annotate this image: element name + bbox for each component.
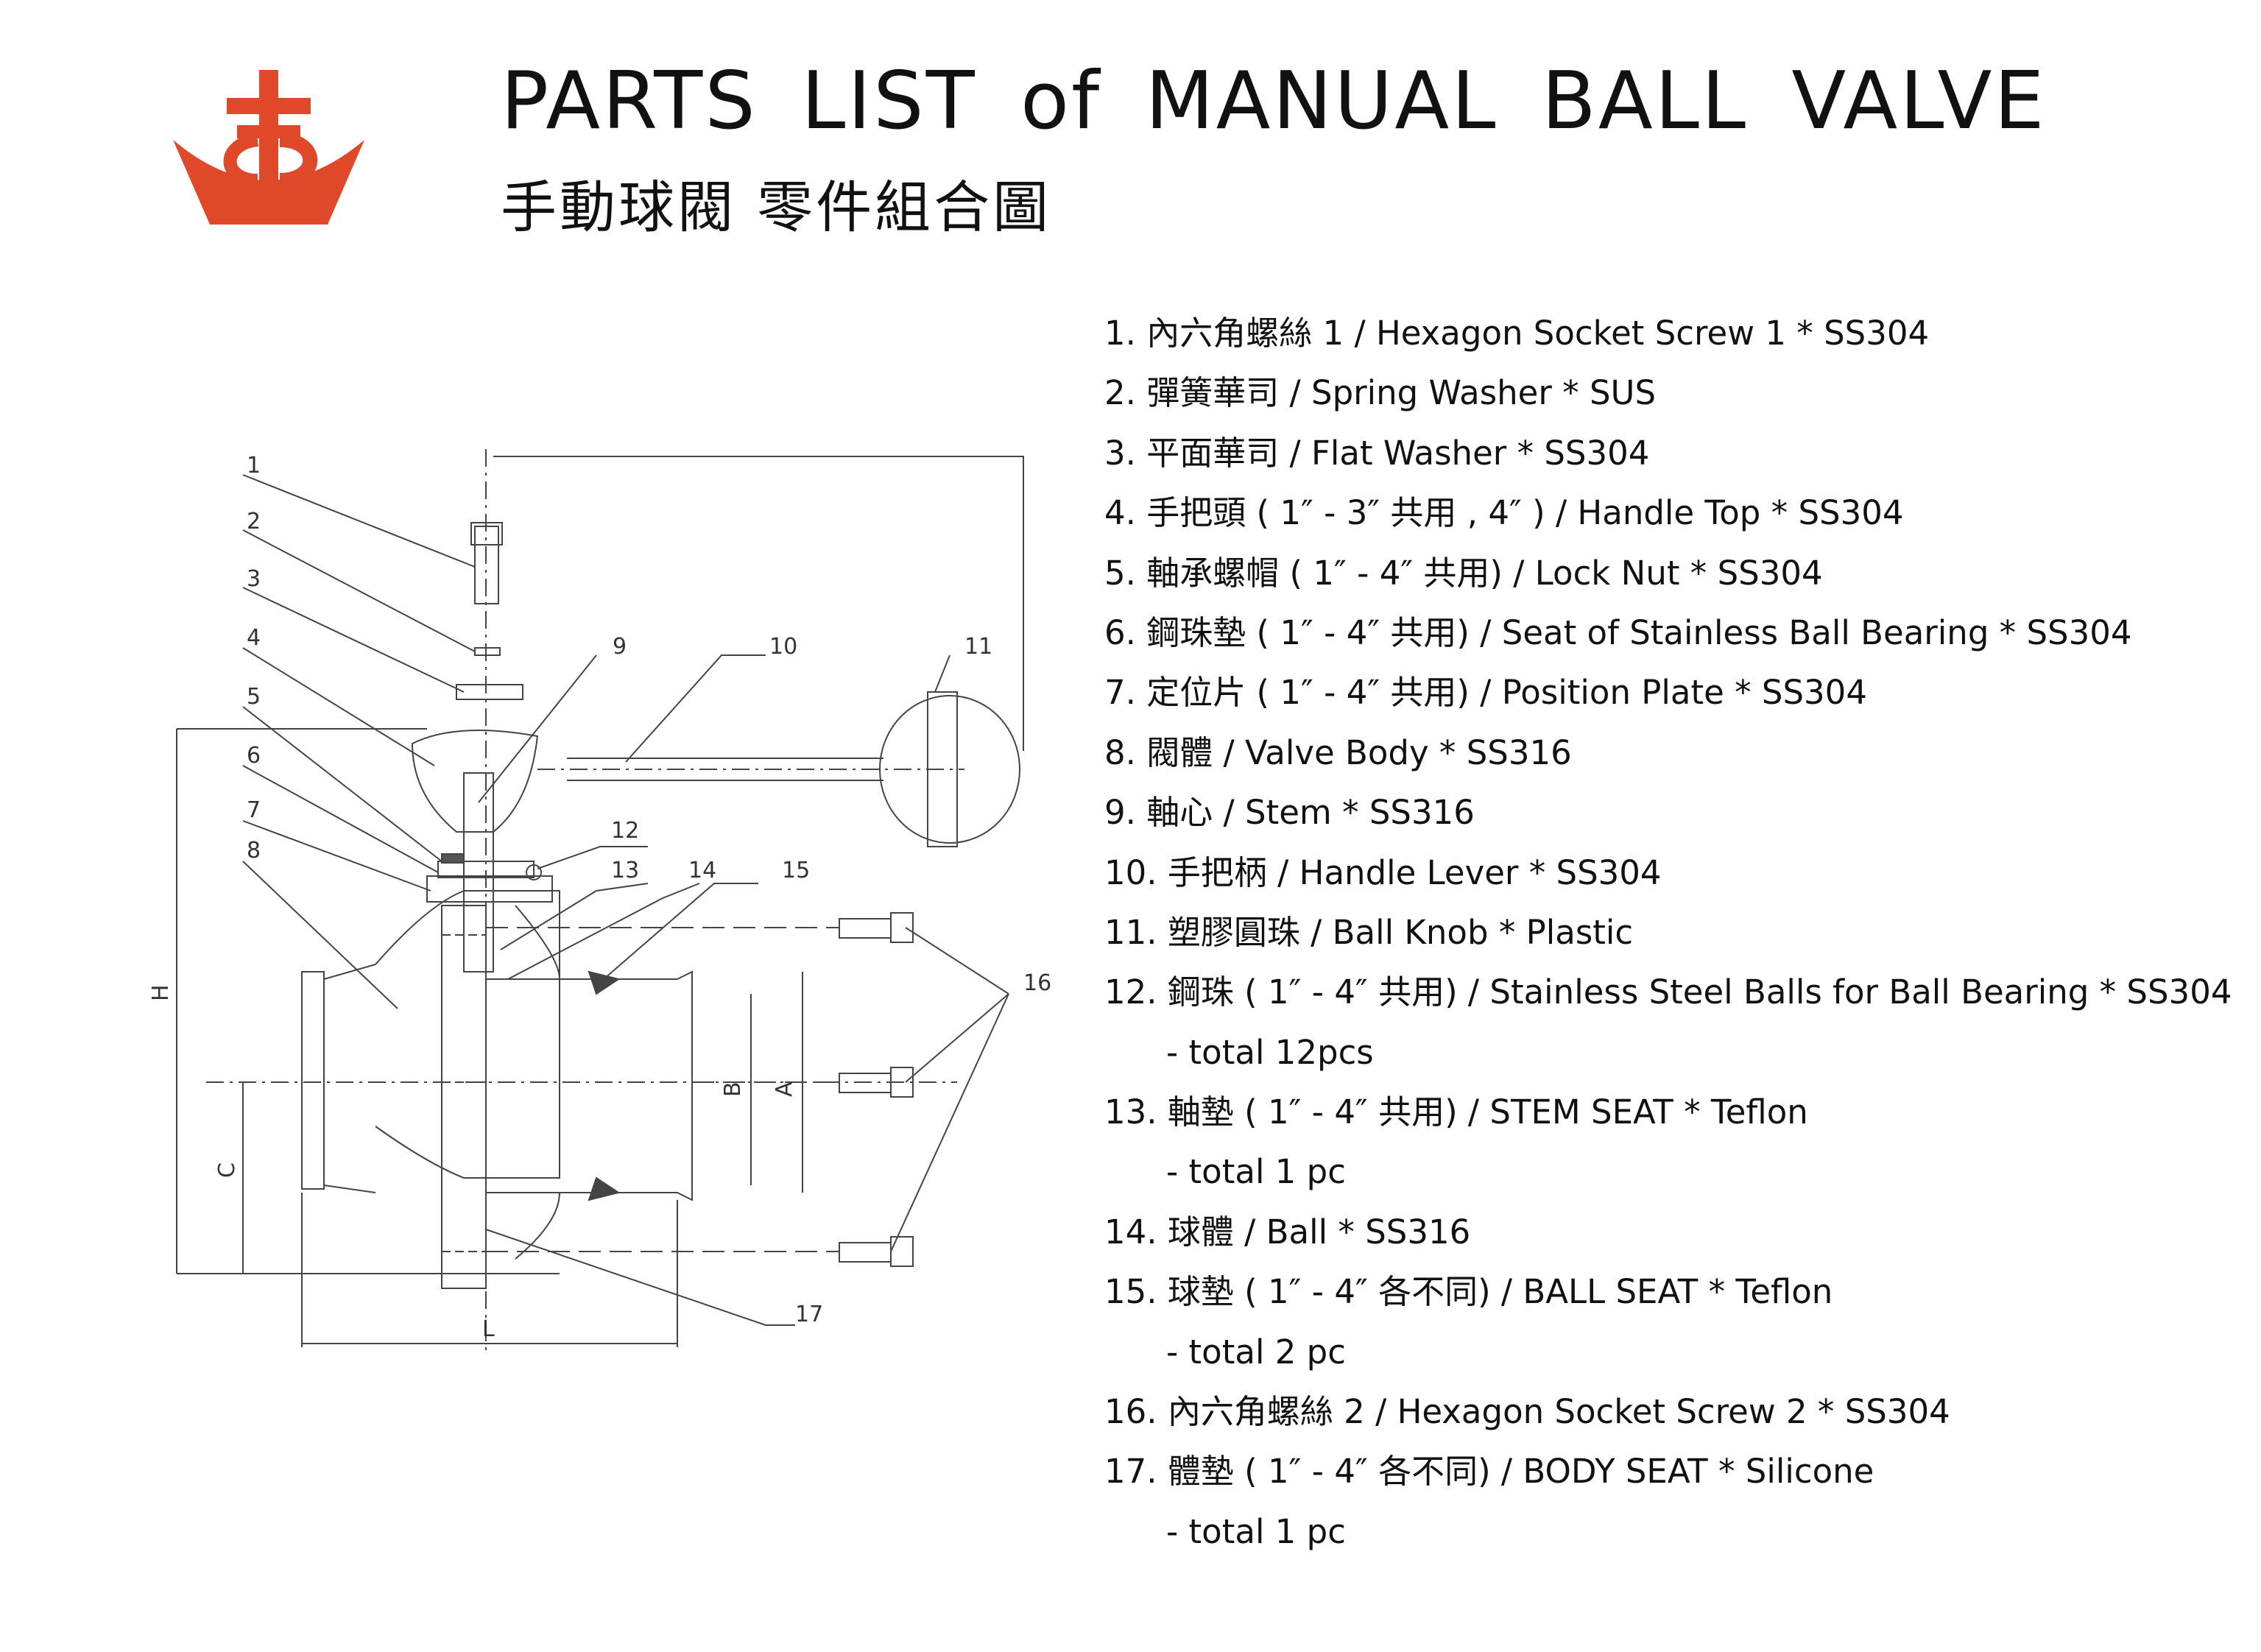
callout-6: 6 <box>247 743 261 769</box>
part-item-14: 14. 球體 / Ball * SS316 <box>1104 1212 1471 1252</box>
dimension-b-label: B <box>720 1081 746 1097</box>
part-item-13: 13. 軸墊 ( 1″ - 4″ 共用) / STEM SEAT * Teflo… <box>1104 1092 1808 1132</box>
part-item-6: 6. 鋼珠墊 ( 1″ - 4″ 共用) / Seat of Stainless… <box>1104 613 2132 652</box>
part-item-4: 4. 手把頭 ( 1″ - 3″ 共用 , 4″ ) / Handle Top … <box>1104 493 1904 533</box>
part-item-17: 17. 體墊 ( 1″ - 4″ 各不同) / BODY SEAT * Sili… <box>1104 1452 1874 1492</box>
callout-7: 7 <box>247 797 261 823</box>
ball-valve-drawing: 1 2 3 4 5 6 7 8 9 10 11 12 13 14 15 16 1… <box>148 449 1051 1355</box>
part-item-17-note: - total 1 pc <box>1166 1511 1346 1551</box>
part-item-2: 2. 彈簧華司 / Spring Washer * SUS <box>1104 373 1657 413</box>
part-item-10: 10. 手把柄 / Handle Lever * SS304 <box>1104 853 1662 892</box>
dimension-l-label: L <box>482 1316 495 1342</box>
company-logo-icon <box>173 70 364 225</box>
part-item-8: 8. 閥體 / Valve Body * SS316 <box>1104 733 1572 772</box>
part-item-15-note: - total 2 pc <box>1166 1332 1346 1372</box>
page-subtitle: 手動球閥 零件組合圖 <box>501 174 1052 240</box>
callout-2: 2 <box>247 509 261 534</box>
part-item-5: 5. 軸承螺帽 ( 1″ - 4″ 共用) / Lock Nut * SS304 <box>1104 553 1823 593</box>
callout-14: 14 <box>688 858 716 883</box>
callout-3: 3 <box>247 566 261 592</box>
dimension-a-label: A <box>772 1081 797 1097</box>
part-item-3: 3. 平面華司 / Flat Washer * SS304 <box>1104 433 1650 473</box>
part-item-1: 1. 內六角螺絲 1 / Hexagon Socket Screw 1 * SS… <box>1104 314 1930 353</box>
callout-13: 13 <box>611 858 639 883</box>
part-item-16: 16. 內六角螺絲 2 / Hexagon Socket Screw 2 * S… <box>1104 1392 1950 1432</box>
dimension-h-label: H <box>148 984 174 1001</box>
callout-8: 8 <box>247 838 261 864</box>
part-item-12: 12. 鋼珠 ( 1″ - 4″ 共用) / Stainless Steel B… <box>1104 973 2232 1012</box>
callout-11: 11 <box>964 634 992 660</box>
callout-4: 4 <box>247 625 261 651</box>
part-item-13-note: - total 1 pc <box>1166 1152 1346 1192</box>
callout-17: 17 <box>795 1302 823 1327</box>
part-item-9: 9. 軸心 / Stem * SS316 <box>1104 793 1475 833</box>
callout-16: 16 <box>1023 970 1051 996</box>
part-item-15: 15. 球墊 ( 1″ - 4″ 各不同) / BALL SEAT * Tefl… <box>1104 1272 1833 1312</box>
page-title: PARTS LIST of MANUAL BALL VALVE <box>501 55 2047 147</box>
dimension-c-label: C <box>214 1162 240 1178</box>
part-item-7: 7. 定位片 ( 1″ - 4″ 共用) / Position Plate * … <box>1104 673 1867 713</box>
callout-9: 9 <box>613 634 627 660</box>
callout-15: 15 <box>782 858 810 883</box>
callout-5: 5 <box>247 684 261 710</box>
part-item-11: 11. 塑膠圓珠 / Ball Knob * Plastic <box>1104 912 1634 952</box>
callout-1: 1 <box>247 453 261 479</box>
parts-list: 1. 內六角螺絲 1 / Hexagon Socket Screw 1 * SS… <box>1104 303 2253 1561</box>
callout-12: 12 <box>611 818 639 844</box>
callout-10: 10 <box>769 634 797 660</box>
part-item-12-note: - total 12pcs <box>1166 1032 1374 1072</box>
